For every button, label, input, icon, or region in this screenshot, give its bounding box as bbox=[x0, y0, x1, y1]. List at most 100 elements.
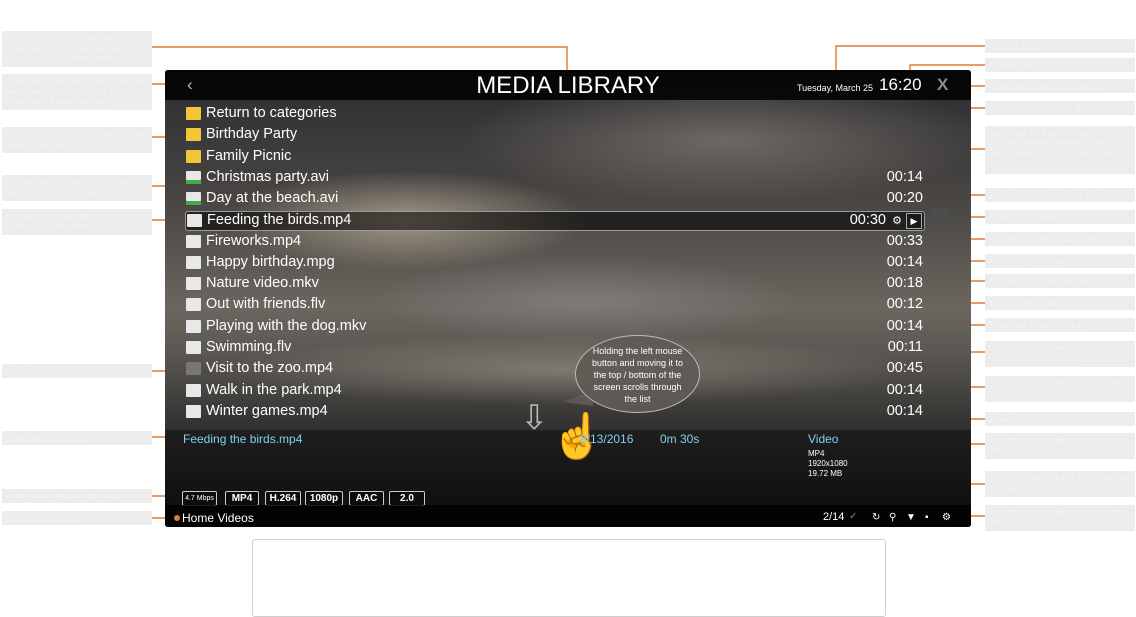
format-badge: MP4 bbox=[225, 491, 259, 506]
folder-icon[interactable] bbox=[186, 150, 201, 163]
list-item-duration: 00:30 bbox=[849, 212, 886, 228]
callout-media-information: Active entry media information bbox=[2, 489, 152, 503]
play-icon[interactable]: ▶ bbox=[906, 213, 922, 229]
callout-filter-menu: Click this icon to bring up the filter m… bbox=[985, 433, 1135, 459]
list-item-duration: 00:14 bbox=[886, 169, 923, 185]
channels-badge: 2.0 bbox=[389, 491, 425, 506]
list-item[interactable]: Day at the beach.avi 00:20 bbox=[185, 190, 923, 209]
video-icon[interactable] bbox=[186, 341, 201, 354]
list-item[interactable]: Out with friends.flv 00:12 bbox=[185, 296, 923, 315]
caption-box bbox=[252, 539, 886, 617]
chevron-left-icon[interactable]: ‹ bbox=[187, 75, 193, 94]
search-icon[interactable]: ⚲ bbox=[889, 512, 897, 523]
active-file-date: 8/13/2016 bbox=[580, 432, 634, 446]
active-file-size: 19.72 MB bbox=[808, 469, 843, 478]
callout-selection-menu: Click this icon to bring up the selectio… bbox=[985, 341, 1135, 367]
list-item-label: Christmas party.avi bbox=[206, 169, 330, 185]
list-item-duration: 00:11 bbox=[887, 339, 923, 355]
list-item[interactable]: Nature video.mkv 00:18 bbox=[185, 275, 923, 294]
list-item[interactable]: Family Picnic bbox=[185, 148, 923, 167]
filter-icon[interactable]: ▼ bbox=[906, 512, 916, 523]
list-item-label: Visit to the zoo.mp4 bbox=[206, 360, 334, 376]
list-item-label: Family Picnic bbox=[206, 148, 292, 164]
list-item-duration: 00:45 bbox=[886, 360, 923, 376]
arrow-down-icon: ⇩ bbox=[520, 399, 549, 437]
page-title[interactable]: MEDIA LIBRARY bbox=[476, 72, 660, 99]
video-icon[interactable] bbox=[187, 214, 202, 227]
list-item[interactable]: Return to categories bbox=[185, 105, 923, 124]
scroll-hint-bubble: Holding the left mouse button and moving… bbox=[575, 335, 700, 413]
list-item-label: Feeding the birds.mp4 bbox=[207, 212, 352, 228]
callout-file-size: Active entry file size bbox=[985, 254, 1135, 268]
callout-active-file-name: Active entry file name bbox=[2, 431, 152, 445]
list-item-label: Walk in the park.mp4 bbox=[206, 382, 342, 398]
background-image bbox=[165, 70, 971, 527]
list-item-label: Nature video.mkv bbox=[206, 275, 319, 291]
video-dead-icon[interactable] bbox=[186, 362, 201, 375]
callout-double-click: Double-click a list entry to open a fold… bbox=[2, 209, 152, 235]
callout-select-entries: Entries can be selected by clicking the … bbox=[2, 175, 152, 201]
active-media-container: MP4 bbox=[808, 449, 825, 458]
list-item-dead[interactable]: Visit to the zoo.mp4 00:45 bbox=[185, 360, 923, 379]
list-item-label: Playing with the dog.mkv bbox=[206, 318, 367, 334]
callout-media-type: Type of the media file bbox=[985, 296, 1135, 310]
list-item[interactable]: Happy birthday.mpg 00:14 bbox=[185, 254, 923, 273]
list-item[interactable]: Swimming.flv 00:11 bbox=[185, 339, 923, 358]
callout-delete: Click this icon to delete the active fil… bbox=[985, 471, 1135, 497]
trash-icon[interactable]: ▪ bbox=[925, 512, 929, 523]
callout-title-area: Click the title area to step through hig… bbox=[2, 31, 152, 67]
refresh-icon[interactable]: ↻ bbox=[872, 512, 881, 523]
callout-current-date: Current date bbox=[985, 39, 1135, 53]
callout-creation-date: Active entry file creation date bbox=[985, 232, 1135, 246]
video-icon[interactable] bbox=[186, 405, 201, 418]
callout-media-resolution: Active entry media resolution bbox=[985, 274, 1135, 288]
callout-selected-total: Selected / Total list entries bbox=[985, 318, 1135, 332]
video-icon[interactable] bbox=[186, 384, 201, 397]
list-item-duration: 00:14 bbox=[886, 403, 923, 419]
video-icon[interactable] bbox=[186, 277, 201, 290]
video-icon[interactable] bbox=[186, 298, 201, 311]
scroll-handle[interactable] bbox=[929, 208, 951, 230]
list-item-duration: 00:20 bbox=[886, 190, 923, 206]
list-item-label: Fireworks.mp4 bbox=[206, 233, 302, 249]
video-selected-icon[interactable] bbox=[186, 171, 201, 184]
quality-badge: 1080p bbox=[305, 491, 343, 506]
callout-play-entry: Play the currently highlighted entry bbox=[985, 188, 1135, 202]
list-item[interactable]: Christmas party.avi 00:14 bbox=[185, 169, 923, 188]
path-dot-icon bbox=[174, 515, 180, 521]
bitrate-badge: 4.7 Mbps bbox=[182, 491, 217, 506]
close-icon[interactable]: X bbox=[937, 75, 949, 94]
video-icon[interactable] bbox=[186, 256, 201, 269]
list-item-label: Day at the beach.avi bbox=[206, 190, 339, 206]
list-item[interactable]: Playing with the dog.mkv 00:14 bbox=[185, 318, 923, 337]
list-item-duration: 00:14 bbox=[886, 254, 923, 270]
list-item-duration: 00:12 bbox=[886, 296, 923, 312]
list-item-duration: 00:33 bbox=[886, 233, 923, 249]
current-date: Tuesday, March 25 bbox=[797, 83, 874, 93]
header-bar bbox=[165, 70, 971, 100]
active-media-type: Video bbox=[808, 432, 839, 446]
video-selected-icon[interactable] bbox=[186, 192, 201, 205]
list-item-label: Happy birthday.mpg bbox=[206, 254, 335, 270]
list-item-duration: 00:14 bbox=[886, 382, 923, 398]
folder-up-icon[interactable] bbox=[186, 107, 201, 120]
callout-refresh: Click this icon to refresh the content bbox=[985, 376, 1135, 402]
gear-icon[interactable]: ⚙ bbox=[892, 215, 902, 227]
list-item[interactable]: Winter games.mp4 00:14 bbox=[185, 403, 923, 422]
video-icon[interactable] bbox=[186, 235, 201, 248]
list-item-label: Out with friends.flv bbox=[206, 296, 326, 312]
video-icon[interactable] bbox=[186, 320, 201, 333]
list-item-label: Swimming.flv bbox=[206, 339, 292, 355]
list-item[interactable]: Fireworks.mp4 00:33 bbox=[185, 233, 923, 252]
list-item-label: Birthday Party bbox=[206, 126, 298, 142]
list-item[interactable]: Walk in the park.mp4 00:14 bbox=[185, 382, 923, 401]
list-item-highlighted[interactable]: Feeding the birds.mp4 00:30 ⚙ ▶ bbox=[185, 211, 925, 231]
codec-badge: H.264 bbox=[265, 491, 301, 506]
check-icon[interactable]: ✓ bbox=[849, 511, 858, 522]
list-item[interactable]: Birthday Party bbox=[185, 126, 923, 145]
current-time: 16:20 bbox=[879, 75, 922, 94]
gear-icon[interactable]: ⚙ bbox=[942, 512, 951, 523]
folder-icon[interactable] bbox=[186, 128, 201, 141]
callout-dead-entry: Dead entry bbox=[2, 364, 152, 378]
list-item-duration: 00:18 bbox=[886, 275, 923, 291]
